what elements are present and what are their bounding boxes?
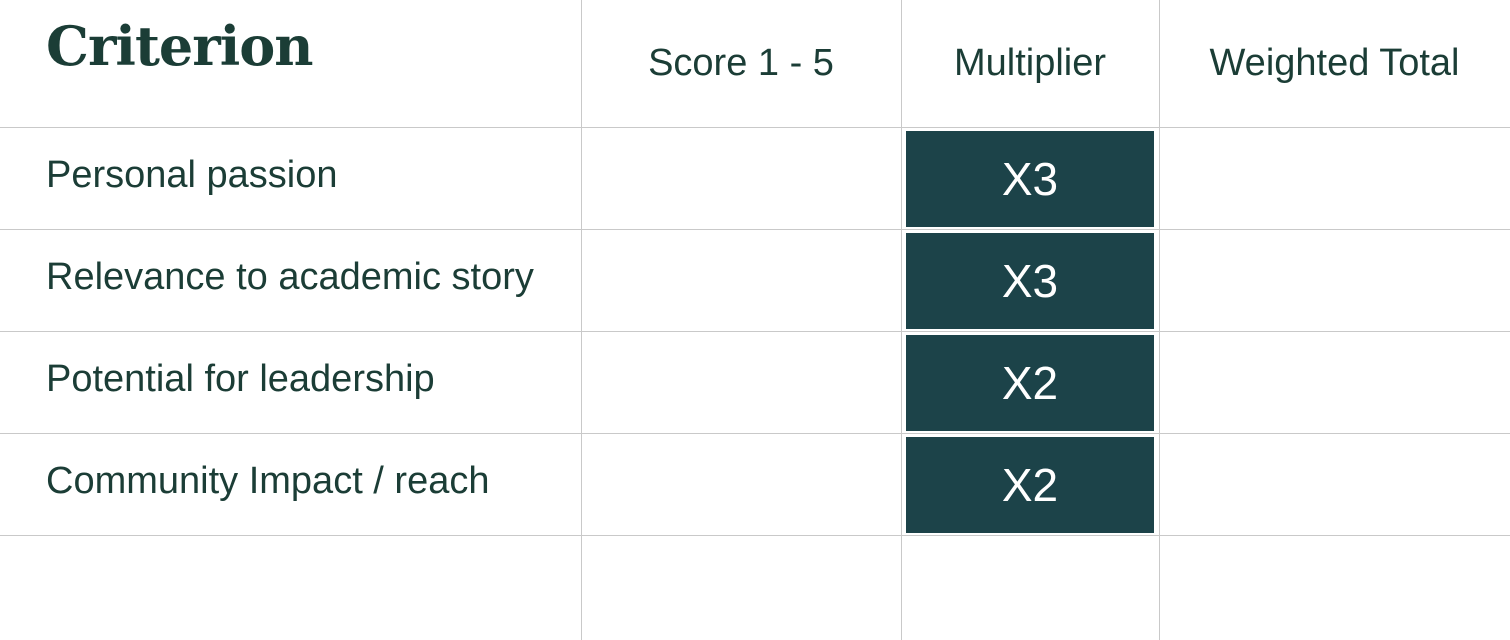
header-multiplier: Multiplier xyxy=(953,42,1107,84)
weighted-total-cell[interactable] xyxy=(1160,128,1510,229)
row-divider xyxy=(0,127,1510,128)
score-cell[interactable] xyxy=(582,434,901,535)
multiplier-badge: X3 xyxy=(906,233,1154,329)
weighted-total-cell[interactable] xyxy=(1160,434,1510,535)
criterion-label: Community Impact / reach xyxy=(46,459,490,502)
row-divider xyxy=(0,331,1510,332)
criterion-label: Relevance to academic story xyxy=(46,255,534,298)
multiplier-badge: X2 xyxy=(906,437,1154,533)
header-score: Score 1 - 5 xyxy=(648,42,834,84)
weighted-total-cell[interactable] xyxy=(1160,332,1510,433)
column-divider xyxy=(901,0,902,640)
score-cell[interactable] xyxy=(582,332,901,433)
criterion-label: Potential for leadership xyxy=(46,357,435,400)
column-divider xyxy=(581,0,582,640)
weighted-total-cell[interactable] xyxy=(1160,230,1510,331)
row-divider xyxy=(0,535,1510,536)
multiplier-badge: X2 xyxy=(906,335,1154,431)
column-divider xyxy=(1159,0,1160,640)
multiplier-badge: X3 xyxy=(906,131,1154,227)
score-cell[interactable] xyxy=(582,230,901,331)
row-divider xyxy=(0,433,1510,434)
criterion-label: Personal passion xyxy=(46,153,338,196)
header-criterion: Criterion xyxy=(46,14,313,78)
header-weighted-total: Weighted Total xyxy=(1209,42,1460,84)
row-divider xyxy=(0,229,1510,230)
score-cell[interactable] xyxy=(582,128,901,229)
